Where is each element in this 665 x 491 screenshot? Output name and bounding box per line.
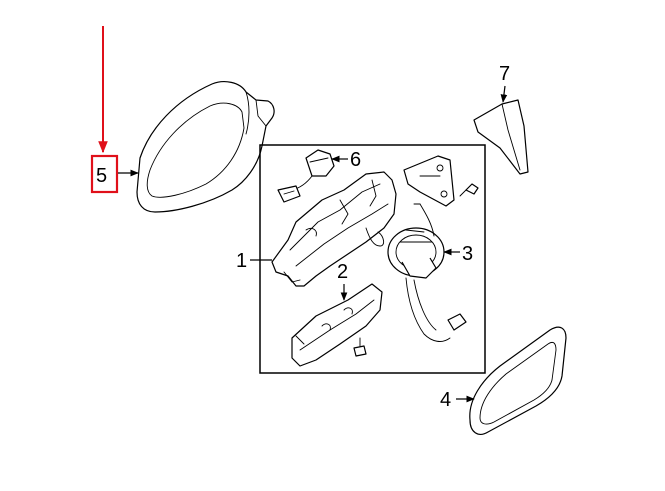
screw-lower: [353, 337, 367, 357]
callout-2: 2: [337, 261, 348, 283]
part-3-motor: [387, 203, 467, 342]
screw-upper: [459, 183, 479, 197]
part-4-mirror-glass: [469, 326, 567, 435]
mirror-bracket-plate: [403, 155, 455, 207]
callout-7: 7: [499, 63, 510, 85]
callout-labels: 5 6 7 1 3 2 4: [96, 63, 510, 411]
highlight-box: [90, 154, 119, 194]
part-7-trim-cap: [473, 99, 529, 175]
assembly-box: [259, 144, 486, 374]
callout-3: 3: [462, 243, 473, 265]
callout-4: 4: [440, 389, 451, 411]
part-5-mirror-cover: [136, 81, 275, 213]
callout-5: 5: [96, 165, 107, 187]
callout-6: 6: [350, 149, 361, 171]
part-1-mirror-base: [271, 171, 397, 287]
callout-1: 1: [236, 250, 247, 272]
leader-7: [500, 85, 508, 103]
part-2-lower-cover: [291, 283, 383, 367]
leader-lines: [118, 85, 508, 403]
part-6-connector: [277, 149, 335, 203]
